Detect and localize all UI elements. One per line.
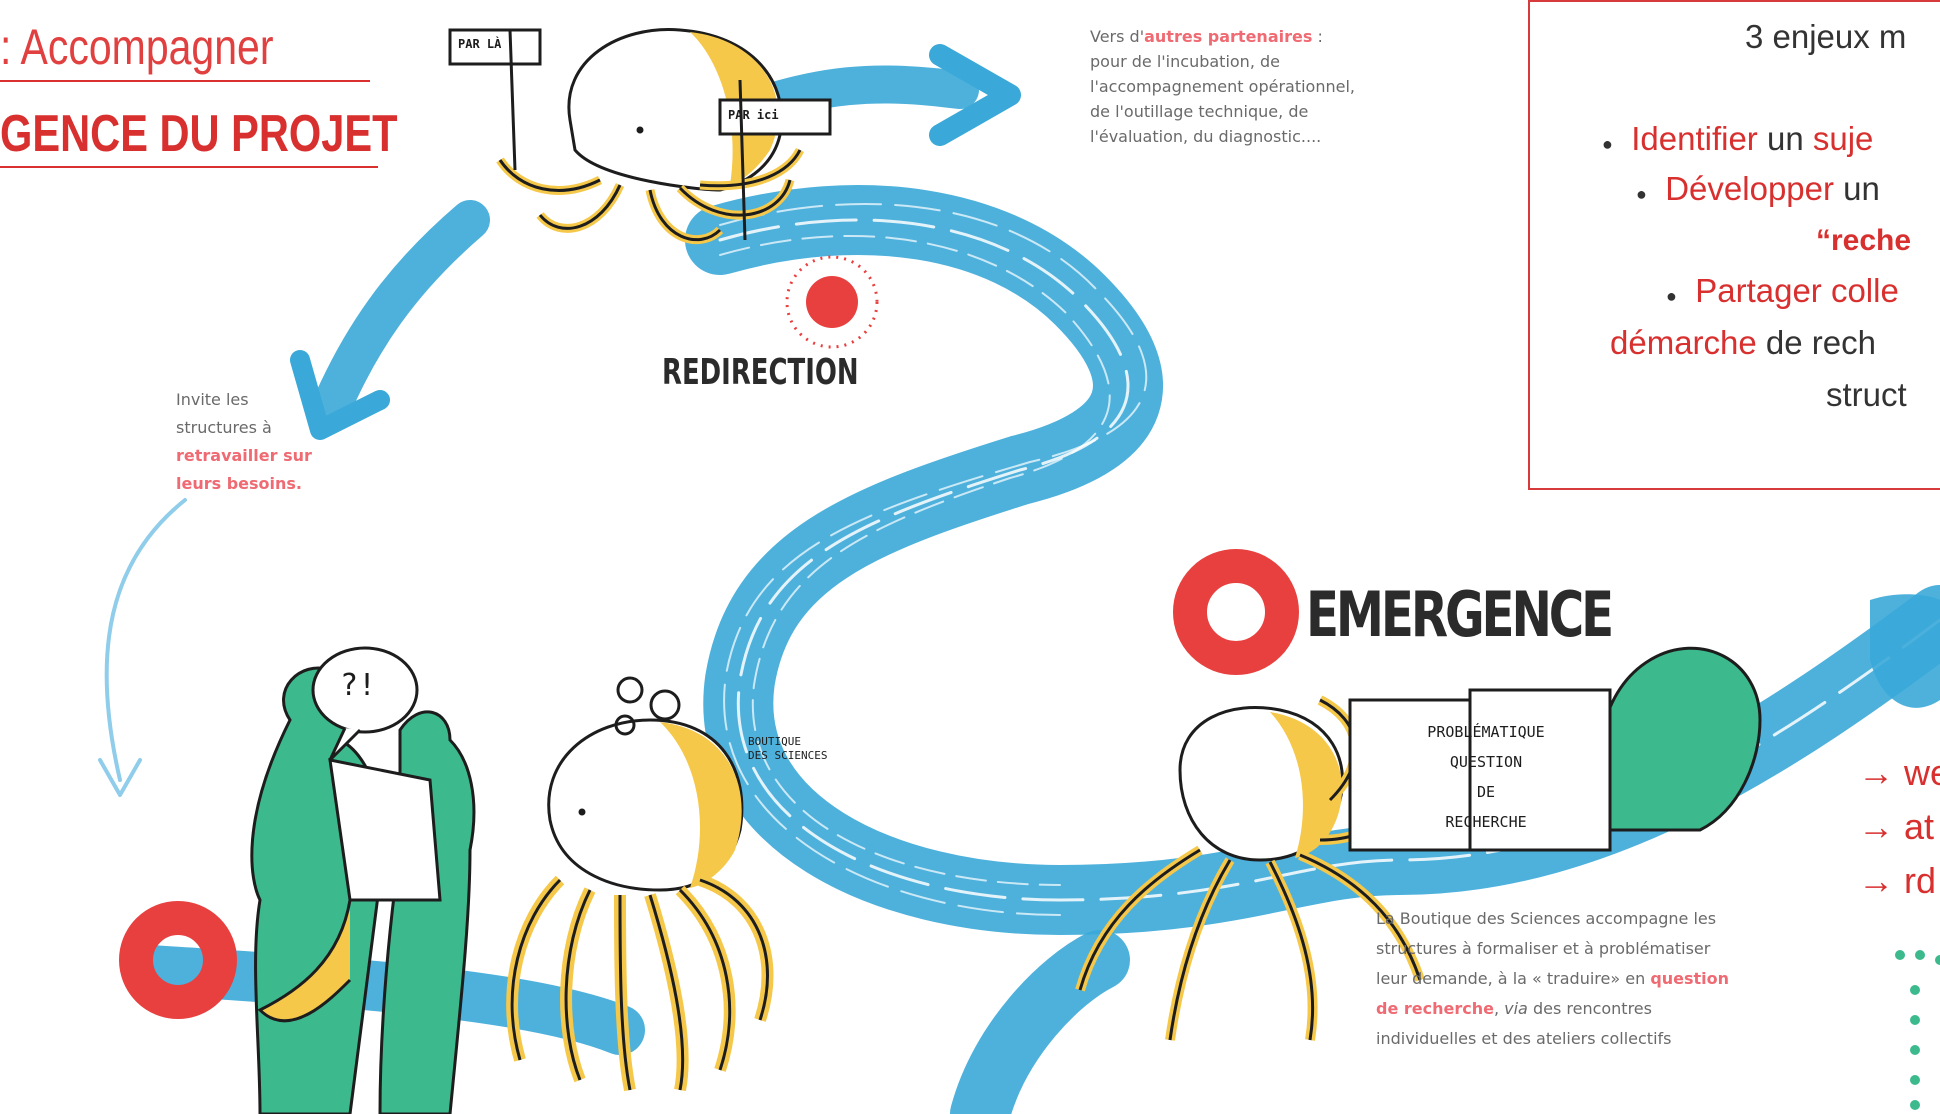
- invite-highlight2: leurs besoins.: [176, 470, 356, 498]
- boutique-line2: structures à formaliser et à problématis…: [1376, 934, 1836, 964]
- octopus-top: [450, 30, 830, 240]
- page-title-line1: : Accompagner: [0, 18, 273, 76]
- book-line4: RECHERCHE: [1386, 807, 1586, 837]
- box-item2-quote: “reche: [1816, 224, 1911, 258]
- box-item-1: ● Identifier un suje: [1602, 120, 1873, 158]
- box-bullet-icon: ●: [1602, 134, 1613, 154]
- box-item-3: ● Partager colle: [1666, 272, 1899, 310]
- boutique-line1: La Boutique des Sciences accompagne les: [1376, 904, 1836, 934]
- box-heading: 3 enjeux m: [1745, 18, 1906, 56]
- book-line1: PROBLÉMATIQUE: [1386, 717, 1586, 747]
- title-underline-1: [0, 80, 370, 82]
- speech-bubble-text: ?!: [340, 668, 376, 703]
- box-item4-a: démarche: [1610, 324, 1757, 361]
- boutique-line4b: ,: [1494, 999, 1504, 1018]
- partners-line: de l'outillage technique, de: [1090, 99, 1470, 124]
- invite-line2: structures à: [176, 414, 356, 442]
- partners-after: :: [1312, 27, 1322, 46]
- boutique-line4-highlight: de recherche: [1376, 999, 1494, 1018]
- box-item1-c: suje: [1813, 120, 1874, 157]
- boutique-sketch-line2: DES SCIENCES: [748, 749, 827, 763]
- boutique-line3-highlight: question: [1650, 969, 1729, 988]
- boutique-line3a: leur demande, à la « traduire» en: [1376, 969, 1650, 988]
- boutique-line5: individuelles et des ateliers collectifs: [1376, 1024, 1836, 1054]
- book-text: PROBLÉMATIQUE QUESTION DE RECHERCHE: [1386, 717, 1586, 837]
- box-item-5: struct: [1826, 376, 1907, 414]
- note-invite: Invite les structures à retravailler sur…: [176, 386, 356, 498]
- box-item1-b: un: [1758, 120, 1813, 157]
- partners-highlight: autres partenaires: [1144, 27, 1312, 46]
- box-item3-a: Partager colle: [1695, 272, 1899, 309]
- boutique-line4d: des rencontres: [1528, 999, 1652, 1018]
- people-figures: [252, 648, 474, 1114]
- box-item1-a: Identifier: [1631, 120, 1758, 157]
- invite-highlight1: retravailler sur: [176, 442, 356, 470]
- arrow-list-item-1: → we: [1858, 752, 1940, 794]
- boutique-line4-via: via: [1504, 999, 1528, 1018]
- box-item2-a: Développer: [1665, 170, 1834, 207]
- book-line3: DE: [1386, 777, 1586, 807]
- box-item4-b: de rech: [1757, 324, 1876, 361]
- partners-before: Vers d': [1090, 27, 1144, 46]
- box-item2-b: un: [1834, 170, 1880, 207]
- title-underline-2: [0, 166, 378, 168]
- invite-line1: Invite les: [176, 386, 356, 414]
- note-boutique: La Boutique des Sciences accompagne les …: [1376, 904, 1836, 1054]
- book-line2: QUESTION: [1386, 747, 1586, 777]
- page-title-line2: GENCE DU PROJET: [0, 104, 398, 164]
- stage-redirection: REDIRECTION: [662, 352, 859, 393]
- box-bullet-icon: ●: [1666, 286, 1677, 306]
- sign-par-la: PAR LÀ: [458, 37, 501, 51]
- box-item-4: démarche de rech: [1610, 324, 1876, 362]
- arrow-list-item-3: → rd: [1858, 860, 1936, 902]
- partners-line: l'accompagnement opérationnel,: [1090, 74, 1470, 99]
- dotted-trail: [1895, 950, 1940, 1110]
- note-partners: Vers d'autres partenaires : pour de l'in…: [1090, 24, 1470, 149]
- boutique-sketch-label: BOUTIQUE DES SCIENCES: [748, 735, 827, 763]
- boutique-sketch-line1: BOUTIQUE: [748, 735, 827, 749]
- stage-emergence: EMERGENCE: [1306, 578, 1611, 651]
- sign-par-ici: PAR ici: [728, 108, 779, 122]
- box-item-2: ● Développer un: [1636, 170, 1880, 208]
- partners-line: l'évaluation, du diagnostic....: [1090, 124, 1470, 149]
- box-bullet-icon: ●: [1636, 184, 1647, 204]
- partners-line: pour de l'incubation, de: [1090, 49, 1470, 74]
- arrow-list-item-2: → at: [1858, 806, 1934, 848]
